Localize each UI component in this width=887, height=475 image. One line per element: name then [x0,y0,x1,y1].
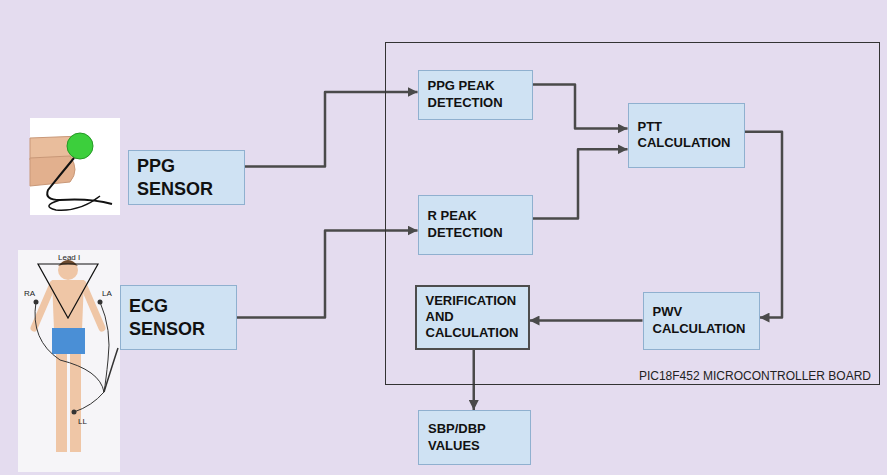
process-box: PWV CALCULATION [643,292,760,350]
flow-arrow [745,132,783,318]
lead-label: Lead I [58,254,80,262]
process-box: PPG PEAK DETECTION [418,70,533,120]
node-text: VERIFICATION AND CALCULATION [426,293,519,342]
process-box: R PEAK DETECTION [418,195,533,255]
output-box: SBP/DBP VALUES [418,410,531,465]
node-text: SBP/DBP VALUES [428,421,521,454]
sensor-box: ECG SENSOR [120,285,237,350]
flow-arrow [245,92,418,167]
flow-arrow [530,319,643,322]
node-text: R PEAK DETECTION [428,208,523,241]
process-box: PTT CALCULATION [628,103,745,168]
node-text: PPG PEAK DETECTION [428,78,523,111]
finger-sensor-photo [30,118,120,215]
lead-label: LA [102,290,112,298]
flow-arrow [237,231,418,318]
process-box: VERIFICATION AND CALCULATION [415,285,530,350]
board-outline: PIC18F452 MICROCONTROLLER BOARD PPG PEAK … [385,42,880,385]
node-text: PWV CALCULATION [653,304,750,337]
sensor-box: PPG SENSOR [128,150,245,205]
flow-arrow [533,85,628,129]
node-text: PIC18F452 MICROCONTROLLER BOARD [639,369,871,383]
lead-label: LL [78,418,87,426]
lead-label: RA [24,290,35,298]
flow-arrow [473,350,476,411]
node-text: PPG SENSOR [137,155,236,200]
human-figure-ecg [18,250,120,472]
node-text: PTT CALCULATION [638,119,735,152]
node-text: ECG SENSOR [129,295,228,340]
flow-arrow [533,149,628,218]
